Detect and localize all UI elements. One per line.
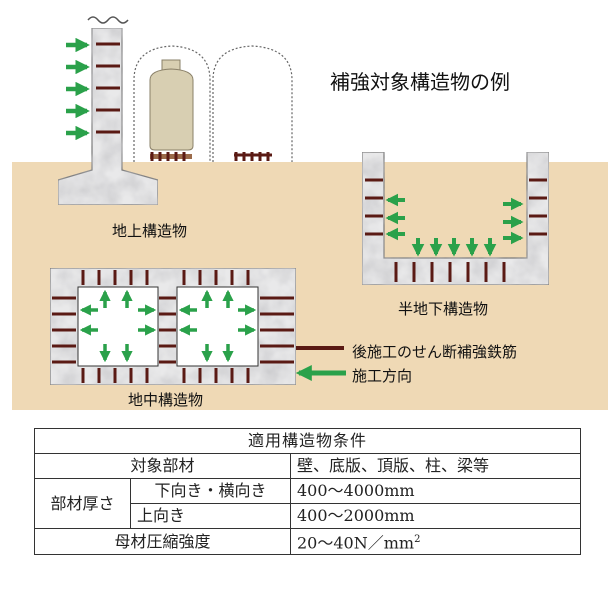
bottom-slab-rebar xyxy=(182,368,186,383)
bottom-slab-rebar xyxy=(214,368,218,383)
semi-wall-rebar xyxy=(529,178,547,182)
upward-value: 400～2000mm xyxy=(290,503,581,529)
legend-rebar-label: 後施工のせん断補強鉄筋 xyxy=(352,343,518,361)
top-slab-rebar xyxy=(81,270,85,285)
top-slab-rebar xyxy=(198,270,202,285)
semi-wall-rebar xyxy=(365,178,383,182)
tank-base-rebar xyxy=(158,152,162,161)
middle-wall-rebar xyxy=(159,296,176,300)
top-slab-rebar xyxy=(145,270,149,285)
top-slab-rebar xyxy=(129,270,133,285)
label-underground: 地中構造物 xyxy=(128,391,204,409)
wall-rebar xyxy=(96,86,120,90)
bottom-slab-rebar xyxy=(198,368,202,383)
top-slab-rebar xyxy=(230,270,234,285)
semi-floor-rebar xyxy=(412,262,416,282)
semi-underground-structure xyxy=(361,151,550,286)
top-slab-rebar xyxy=(113,270,117,285)
tank-base-rebar xyxy=(150,152,154,161)
side-wall-rebar xyxy=(260,344,294,348)
bottom-slab-rebar xyxy=(246,368,250,383)
bottom-slab-rebar xyxy=(230,368,234,383)
tank-outline-right xyxy=(212,45,293,162)
semi-wall-rebar xyxy=(365,214,383,218)
tank-outline-left xyxy=(133,45,211,162)
wall-rebar xyxy=(96,130,120,134)
bottom-slab-rebar xyxy=(113,368,117,383)
semi-floor-rebar xyxy=(448,262,452,282)
legend-rebar-swatch xyxy=(296,346,344,350)
table-header: 適用構造物条件 xyxy=(34,428,581,454)
above-ground-structure xyxy=(57,27,159,206)
top-slab-rebar xyxy=(97,270,101,285)
wall-rebar xyxy=(96,108,120,112)
semi-floor-rebar xyxy=(394,262,398,282)
side-wall-rebar xyxy=(260,296,294,300)
middle-wall-rebar xyxy=(159,312,176,316)
side-wall-rebar xyxy=(260,360,294,364)
wall-rebar xyxy=(96,42,120,46)
figure-title: 補強対象構造物の例 xyxy=(330,70,510,94)
label-above-ground: 地上構造物 xyxy=(112,222,188,240)
label-semi-underground: 半地下構造物 xyxy=(398,300,489,318)
top-slab-rebar xyxy=(182,270,186,285)
strength-unit-sup: 2 xyxy=(414,534,421,545)
bottom-slab-rebar xyxy=(97,368,101,383)
semi-wall-rebar xyxy=(529,232,547,236)
side-wall-rebar xyxy=(260,328,294,332)
semi-wall-rebar xyxy=(365,196,383,200)
conditions-table: 適用構造物条件 対象部材 壁、底版、頂版、柱、梁等 部材厚さ 下向き・横向き 4… xyxy=(34,428,581,556)
target-member-label: 対象部材 xyxy=(34,453,291,479)
side-wall-rebar xyxy=(52,296,76,300)
top-slab-rebar xyxy=(246,270,250,285)
top-slab-rebar xyxy=(214,270,218,285)
tank-base-rebar xyxy=(174,152,178,161)
middle-wall-rebar xyxy=(159,328,176,332)
underground-cell-left xyxy=(77,286,159,367)
side-wall-rebar xyxy=(52,328,76,332)
wall-rebar xyxy=(96,64,120,68)
underground-cell-right xyxy=(176,286,259,367)
upward-label: 上向き xyxy=(130,503,291,529)
side-wall-rebar xyxy=(52,312,76,316)
bottom-slab-rebar xyxy=(145,368,149,383)
bottom-slab-rebar xyxy=(129,368,133,383)
thickness-label: 部材厚さ xyxy=(34,478,131,529)
semi-floor-rebar xyxy=(430,262,434,282)
downward-sideways-label: 下向き・横向き xyxy=(130,478,291,504)
legend-direction-label: 施工方向 xyxy=(352,367,413,385)
tank-base-rebar xyxy=(182,152,186,161)
strength-label: 母材圧縮強度 xyxy=(34,527,291,556)
semi-floor-rebar xyxy=(502,262,506,282)
tank-base-slab-left xyxy=(150,154,192,159)
reinforcement-diagram xyxy=(12,16,608,410)
middle-wall-rebar xyxy=(159,344,176,348)
downward-sideways-value: 400～4000mm xyxy=(290,478,581,504)
wall-break-mark xyxy=(87,16,129,24)
tank-vessel xyxy=(149,59,194,151)
semi-wall-rebar xyxy=(529,196,547,200)
target-member-value: 壁、底版、頂版、柱、梁等 xyxy=(290,453,581,479)
strength-value: 20～40N／mm2 xyxy=(290,527,581,556)
semi-wall-rebar xyxy=(365,232,383,236)
bottom-slab-rebar xyxy=(81,368,85,383)
semi-floor-rebar xyxy=(484,262,488,282)
side-wall-rebar xyxy=(52,360,76,364)
semi-floor-rebar xyxy=(466,262,470,282)
side-wall-rebar xyxy=(260,312,294,316)
semi-wall-rebar xyxy=(529,214,547,218)
middle-wall-rebar xyxy=(159,360,176,364)
tank-base-slab xyxy=(234,153,272,157)
side-wall-rebar xyxy=(52,344,76,348)
tank-base-rebar xyxy=(166,152,170,161)
